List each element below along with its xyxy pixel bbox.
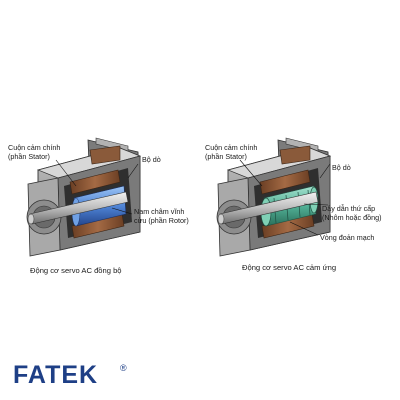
rotor-label-line1: Nam châm vĩnh xyxy=(134,207,184,216)
encoder-label: Bộ dò xyxy=(332,163,351,172)
stator-label-line1: Cuộn cảm chính xyxy=(205,143,257,152)
fatek-logo: FATEK ® xyxy=(13,361,127,389)
rotor-label-line2: cửu (phần Rotor) xyxy=(134,216,189,225)
shaft xyxy=(217,191,319,225)
synchronous-servo-motor: Cuộn cảm chính (phần Stator) Bộ dò Nam c… xyxy=(8,137,189,275)
shaft xyxy=(27,191,129,225)
secondary-label-line2: (Nhôm hoặc đồng) xyxy=(322,213,382,222)
stator-winding xyxy=(69,145,125,239)
registered-mark: ® xyxy=(120,363,127,373)
ring-label: Vòng đoản mạch xyxy=(320,233,374,242)
logo-text: FATEK xyxy=(13,361,98,389)
stator-label-line2: (phần Stator) xyxy=(205,152,247,161)
stator-label-line2: (phần Stator) xyxy=(8,152,50,161)
encoder-label: Bộ dò xyxy=(142,155,161,164)
right-caption: Động cơ servo AC cảm ứng xyxy=(242,263,336,272)
left-caption: Động cơ servo AC đồng bộ xyxy=(30,266,122,275)
stator-label-line1: Cuộn cảm chính xyxy=(8,143,60,152)
induction-servo-motor: Cuộn cảm chính (phần Stator) Bộ dò Dây d… xyxy=(205,137,382,272)
secondary-label-line1: Dây dẫn thứ cấp xyxy=(322,204,375,213)
